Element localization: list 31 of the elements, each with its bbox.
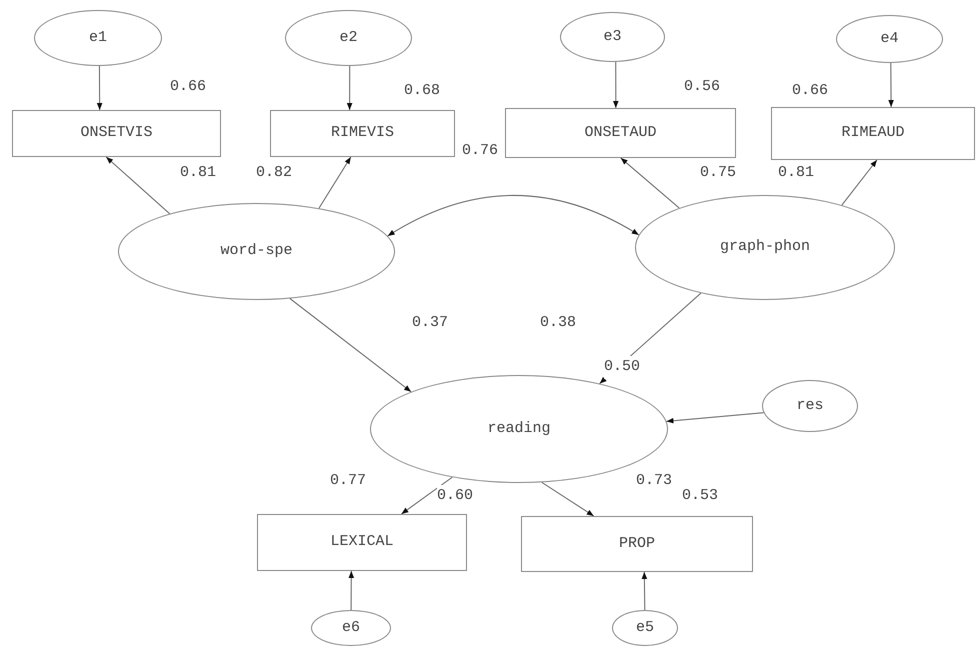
r-squared-value: 0.50 <box>604 356 640 378</box>
arrow <box>348 570 354 610</box>
latent-ellipse: graph-phon <box>635 195 895 300</box>
arrow <box>620 158 680 209</box>
arrow <box>642 572 648 610</box>
observed-variable-box: PROP <box>521 516 753 572</box>
latent-ellipse: e5 <box>612 610 678 646</box>
arrow <box>666 412 764 424</box>
observed-variable-box: ONSETVIS <box>12 110 221 157</box>
arrow <box>613 61 619 108</box>
latent-ellipse: e6 <box>311 610 391 646</box>
latent-ellipse: word-spe <box>118 203 395 300</box>
arrow <box>318 156 352 209</box>
observed-variable-box: LEXICAL <box>257 514 467 571</box>
arrow <box>400 476 453 514</box>
arrow <box>541 482 594 516</box>
arrow <box>888 62 894 108</box>
latent-ellipse: e3 <box>560 12 665 62</box>
observed-variable-box: ONSETAUD <box>505 108 736 158</box>
arrow <box>96 66 102 110</box>
arrow <box>841 160 878 206</box>
observed-variable-box: RIMEAUD <box>771 107 975 160</box>
arrow <box>106 156 170 214</box>
arrow <box>387 194 640 236</box>
latent-ellipse: res <box>762 380 858 432</box>
arrow <box>289 298 412 392</box>
arrow <box>346 66 352 110</box>
observed-variable-box: RIMEVIS <box>270 110 455 157</box>
latent-ellipse: e1 <box>34 10 162 66</box>
latent-ellipse: e4 <box>836 15 943 63</box>
latent-ellipse: e2 <box>285 10 412 66</box>
